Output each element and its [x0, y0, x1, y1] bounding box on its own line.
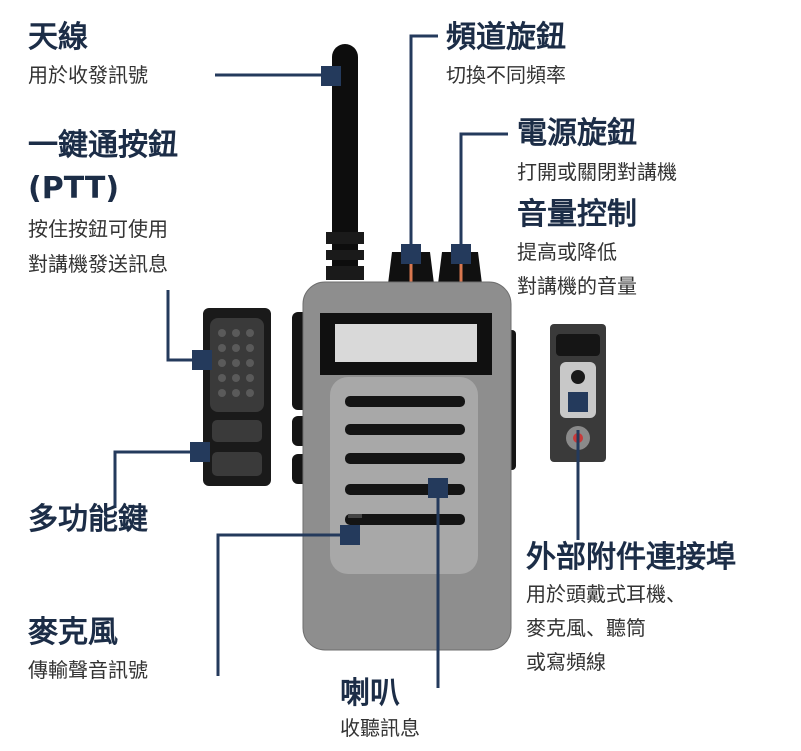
antenna-shape	[326, 44, 364, 280]
ptt-side-view	[203, 308, 271, 486]
microphone-title: 麥克風	[28, 615, 118, 650]
volume-title: 音量控制	[517, 197, 637, 232]
ptt-desc-line1: 按住按鈕可使用	[28, 217, 168, 241]
ptt-title: 一鍵通按鈕	[28, 128, 178, 163]
multi-key-title: 多功能鍵	[28, 502, 148, 537]
power-knob-title: 電源旋鈕	[517, 116, 637, 151]
ptt-desc-line2: 對講機發送訊息	[28, 252, 168, 276]
radio-body	[302, 281, 512, 651]
speaker-desc: 收聽訊息	[340, 716, 420, 740]
antenna-title: 天線	[28, 20, 88, 55]
accessory-port-title: 外部附件連接埠	[526, 540, 736, 575]
microphone-desc: 傳輸聲音訊號	[28, 658, 148, 682]
accessory-port-desc-line2: 麥克風、聽筒	[526, 616, 646, 640]
microphone-hole	[348, 514, 362, 518]
antenna-desc: 用於收發訊號	[28, 63, 148, 87]
power-knob-desc: 打開或關閉對講機	[517, 160, 677, 184]
channel-knob-title: 頻道旋鈕	[446, 20, 566, 55]
speaker-title: 喇叭	[340, 676, 400, 711]
volume-desc-line1: 提高或降低	[517, 240, 617, 264]
ptt-title-abbrev: (PTT)	[28, 171, 120, 206]
accessory-port-desc-line1: 用於頭戴式耳機、	[526, 582, 686, 606]
volume-desc-line2: 對講機的音量	[517, 274, 637, 298]
leader-lines	[113, 34, 580, 688]
speaker-grille	[345, 396, 465, 525]
accessory-port-desc-line3: 或寫頻線	[526, 650, 606, 674]
leader-markers	[190, 66, 588, 545]
channel-knob-desc: 切換不同頻率	[446, 63, 566, 87]
